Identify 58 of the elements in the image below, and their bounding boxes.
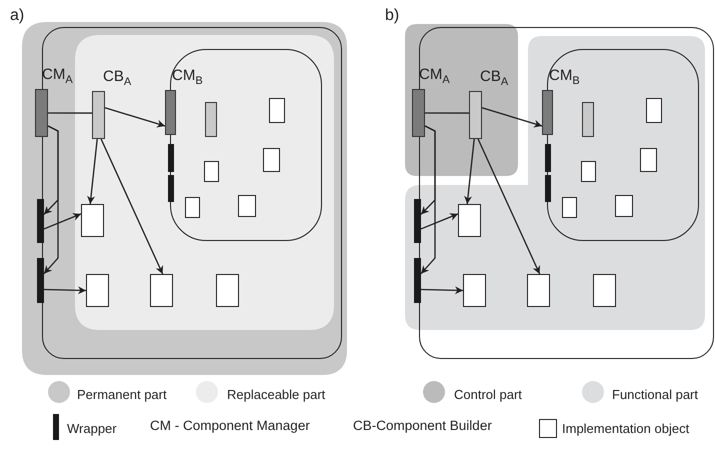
connector-line <box>425 112 469 114</box>
arrow <box>420 286 464 294</box>
implementation-object <box>216 274 239 307</box>
component-builder-bar <box>205 102 217 137</box>
legend-text: Implementation object <box>562 421 690 437</box>
arrow <box>44 213 82 230</box>
legend-text: CM - Component Manager <box>150 418 310 434</box>
implementation-object <box>463 274 486 307</box>
component-label: CM$_{A}$ <box>419 67 450 86</box>
arrow <box>44 286 86 294</box>
legend-text: Permanent part <box>77 387 167 403</box>
panel-label: b) <box>385 8 400 24</box>
arrow <box>482 107 542 128</box>
legend-text: Control part <box>454 387 522 403</box>
wrapper-bar <box>545 144 551 172</box>
legend-text: Replaceable part <box>227 387 326 403</box>
arrow <box>420 125 436 274</box>
wrapper-bar <box>414 258 421 303</box>
implementation-object <box>81 204 104 237</box>
panel-label: a) <box>10 8 24 24</box>
arrow <box>87 138 98 204</box>
implementation-object <box>238 195 256 217</box>
implementation-object <box>646 98 662 123</box>
component-label: CM$_{B}$ <box>549 68 580 87</box>
arrow <box>104 107 166 128</box>
arrow <box>420 213 458 230</box>
connector-line <box>48 112 92 114</box>
implementation-object <box>562 197 577 218</box>
wrapper-bar <box>37 258 44 303</box>
implementation-object <box>458 204 481 237</box>
implementation-object <box>640 148 657 172</box>
arrow <box>44 125 59 274</box>
legend-text: Wrapper <box>67 421 117 437</box>
implementation-object <box>527 274 550 307</box>
implementation-object <box>269 98 285 123</box>
implementation-object <box>263 148 280 172</box>
component-label: CM$_{A}$ <box>42 67 73 86</box>
arrow <box>478 138 540 274</box>
arrow <box>464 138 475 204</box>
wrapper-bar <box>545 175 551 202</box>
component-label: CB$_{A}$ <box>480 69 508 88</box>
wrapper-bar <box>414 199 421 243</box>
component-label: CB$_{A}$ <box>103 69 132 88</box>
legend-text: CB-Component Builder <box>353 418 492 434</box>
component-builder-bar <box>582 102 594 137</box>
implementation-object <box>185 197 200 218</box>
wrapper-bar <box>168 144 174 172</box>
wrapper-bar <box>168 175 174 202</box>
implementation-object <box>86 274 109 307</box>
component-label: CM$_{B}$ <box>172 68 203 87</box>
legend-text: Functional part <box>612 387 698 403</box>
implementation-object <box>150 274 173 307</box>
implementation-object <box>581 161 596 182</box>
implementation-object <box>593 274 616 307</box>
arrow <box>100 138 164 274</box>
implementation-object <box>615 195 633 217</box>
implementation-object <box>204 161 219 182</box>
wrapper-bar <box>37 199 44 243</box>
